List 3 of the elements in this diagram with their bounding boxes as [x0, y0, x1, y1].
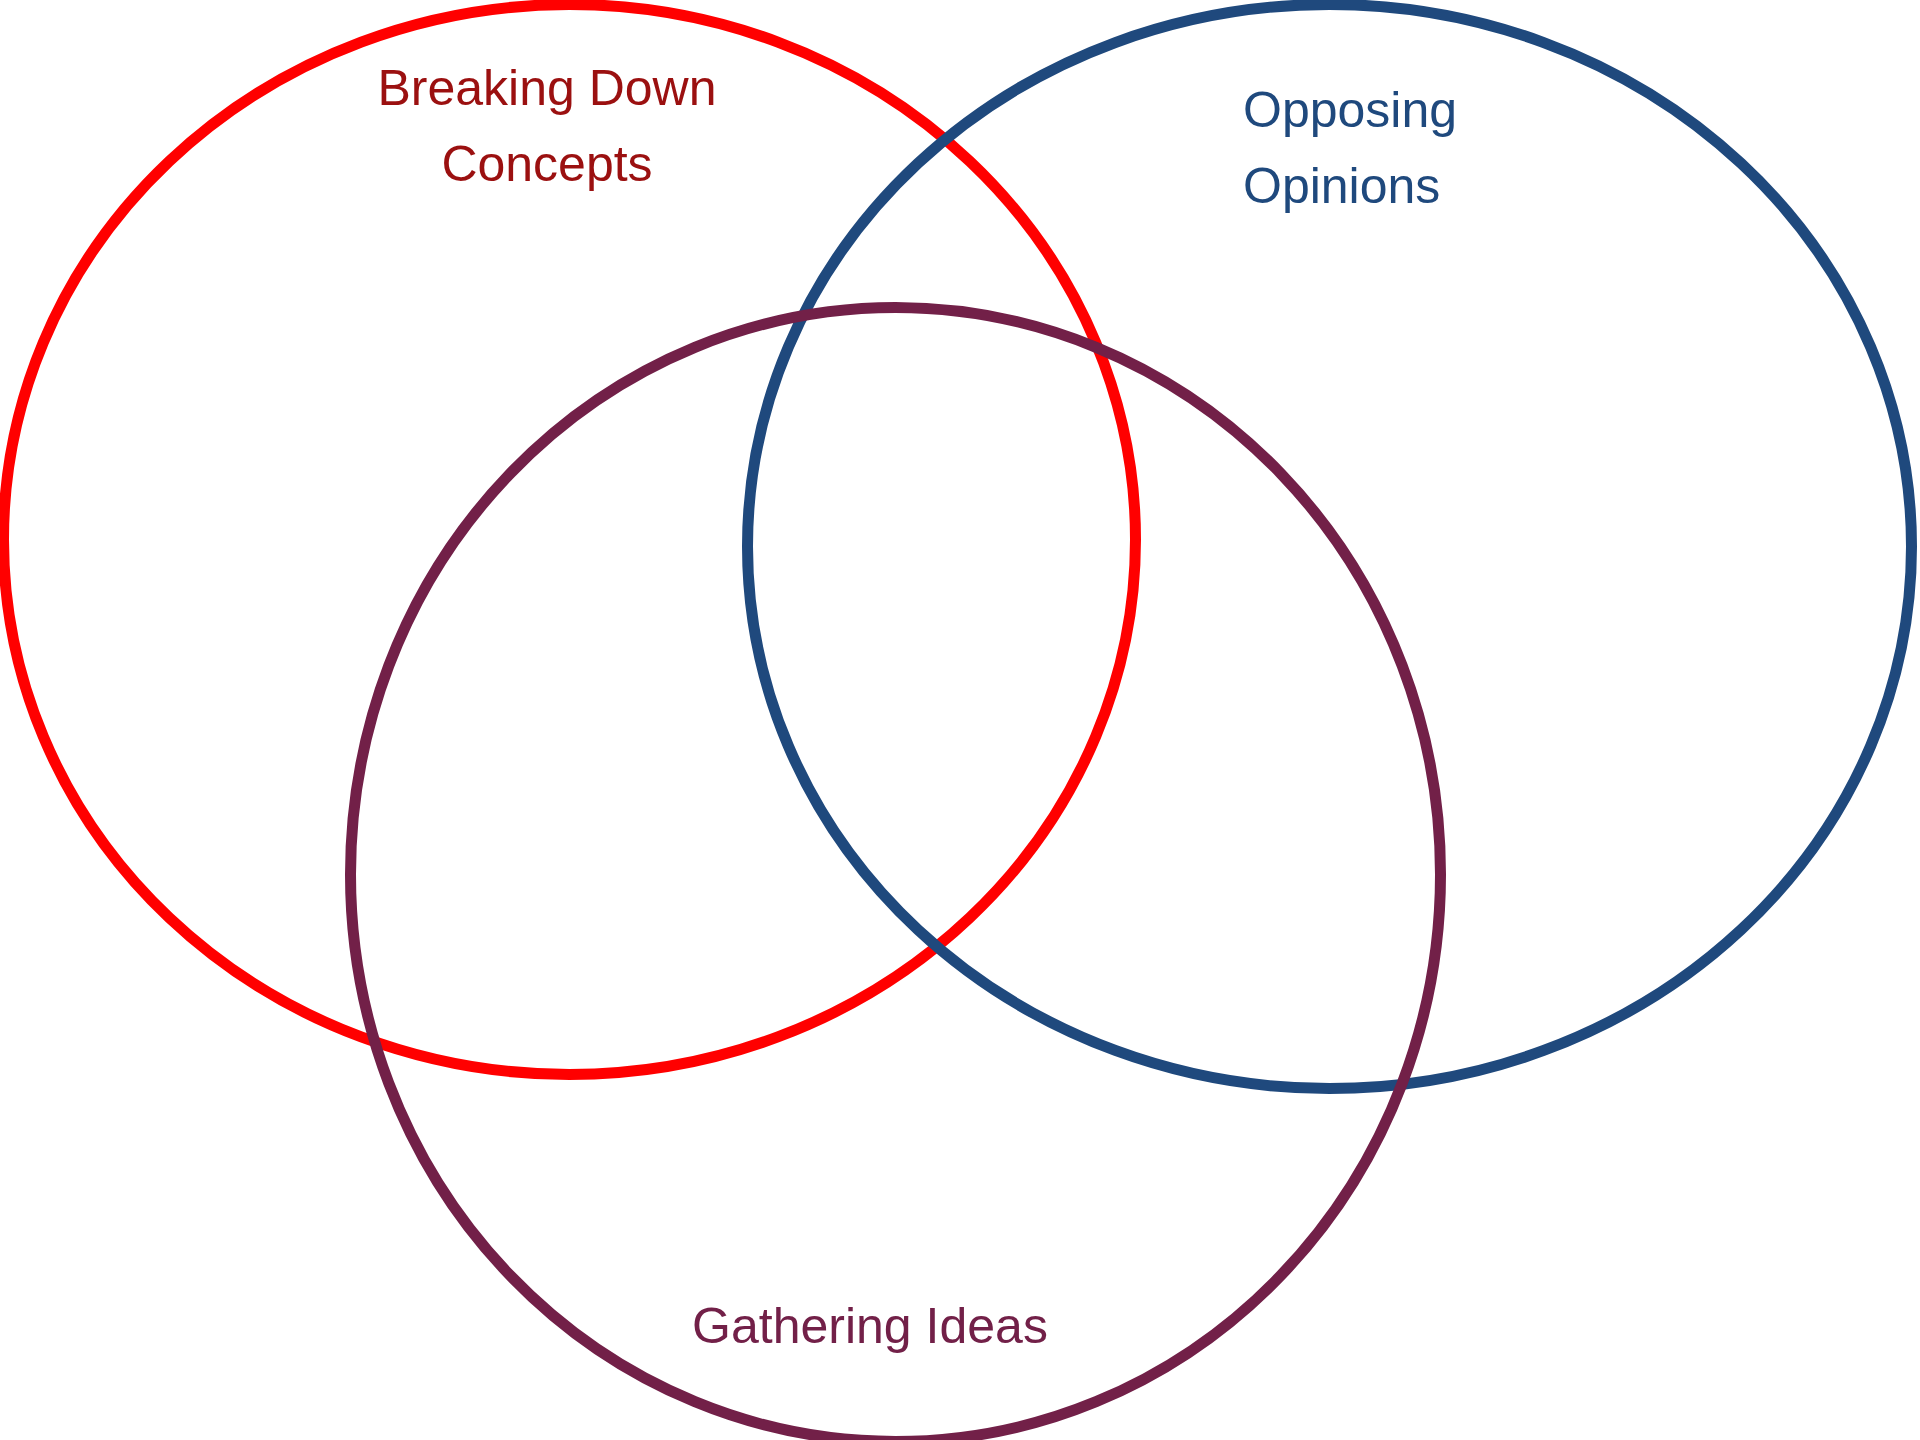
circle-label: Opposing Opinions	[1243, 81, 1459, 216]
circle-label: Gathering Ideas	[691, 1297, 1049, 1356]
circle-label: Breaking Down Concepts	[376, 59, 718, 194]
